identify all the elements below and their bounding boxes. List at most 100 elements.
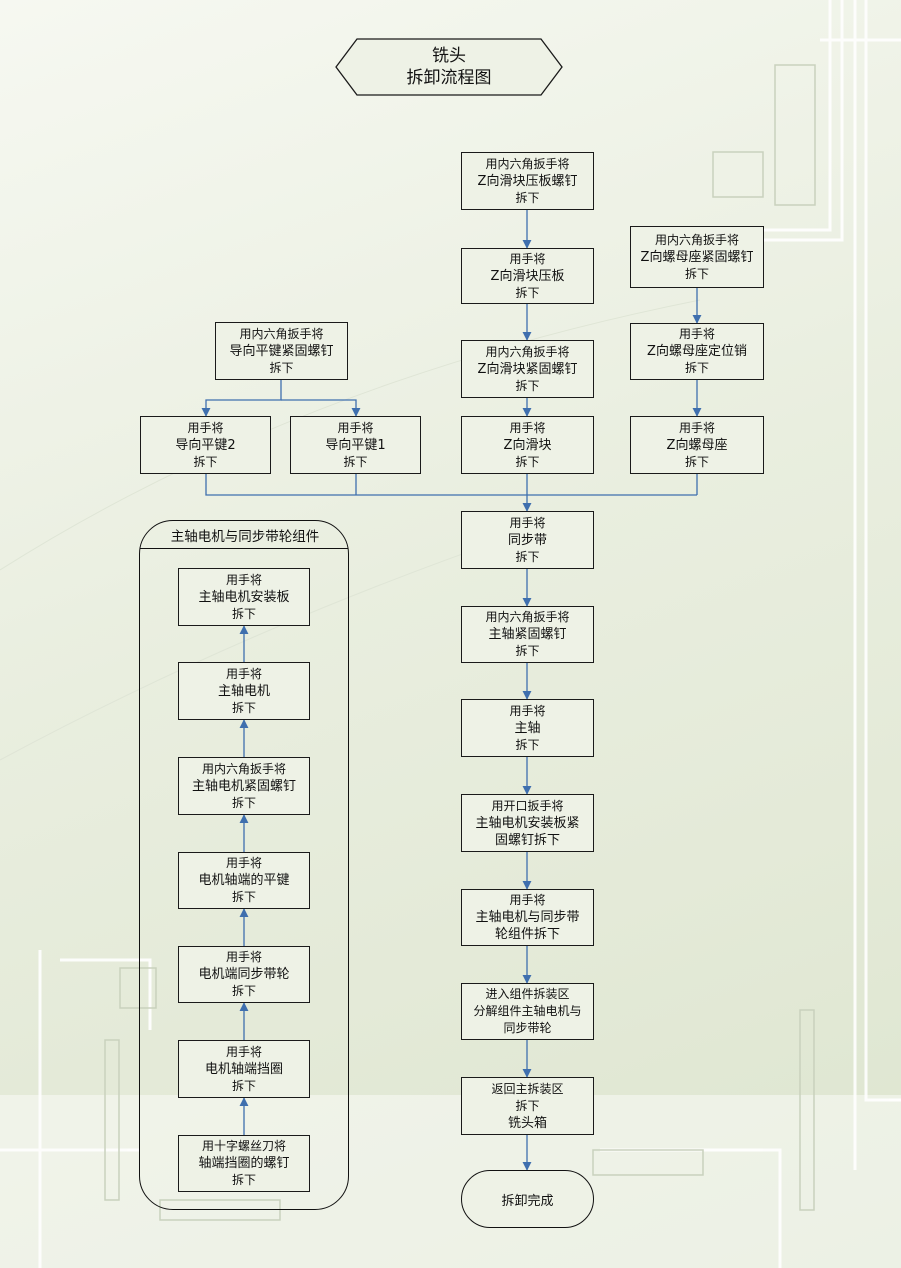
- group-step-retaining-ring: 用手将电机轴端挡圈拆下: [178, 1040, 310, 1098]
- step-text-line: 用手将: [225, 572, 262, 587]
- step-text-line: 用手将: [225, 856, 262, 870]
- step-text-line: 用手将: [225, 950, 262, 964]
- step-text-line: 用手将: [509, 703, 546, 718]
- step-text-line: 拆下: [515, 454, 540, 469]
- step-z-plate-screw: 用内六角扳手将 Z向滑块压板螺钉拆下: [461, 152, 594, 210]
- step-text-line: 用手将: [678, 327, 715, 341]
- step-text-line: 分解组件主轴电机与: [473, 1004, 582, 1018]
- step-spindle-screw: 用内六角扳手将主轴紧固螺钉拆下: [461, 606, 594, 663]
- step-text-line: 拆下: [684, 454, 709, 469]
- step-text-line: 用手将: [225, 1044, 262, 1059]
- step-z-plate: 用手将 Z向滑块压板拆下: [461, 248, 594, 304]
- step-text-line: 拆下: [193, 454, 218, 469]
- step-text-line: 用内六角扳手将: [485, 344, 570, 359]
- step-text-line: 电机轴端的平键: [198, 873, 290, 888]
- step-text-line: 主轴紧固螺钉: [488, 627, 567, 642]
- step-text-line: 导向平键紧固螺钉: [229, 343, 334, 359]
- step-text-line: 导向平键1: [325, 437, 386, 453]
- step-nut-seat-screw: 用内六角扳手将 Z向螺母座紧固螺钉拆下: [630, 226, 764, 288]
- step-text-line: 同步带轮: [503, 1021, 552, 1035]
- step-text-line: 用内六角扳手将: [485, 610, 570, 624]
- step-text-line: 拆下: [515, 1098, 540, 1113]
- step-nut-seat: 用手将 Z向螺母座拆下: [630, 416, 764, 474]
- group-step-flat-key: 用手将电机轴端的平键拆下: [178, 852, 310, 909]
- step-text-line: 用手将: [337, 420, 374, 435]
- step-text-line: 拆下: [231, 984, 256, 998]
- step-text-line: 用开口扳手将: [491, 798, 564, 813]
- step-text-line: 拆下: [231, 795, 256, 810]
- step-text-line: 用手将: [225, 666, 262, 681]
- step-text-line: Z向滑块紧固螺钉: [477, 361, 578, 377]
- step-z-slider: 用手将 Z向滑块拆下: [461, 416, 594, 474]
- group-step-motor-screw: 用内六角扳手将主轴电机紧固螺钉拆下: [178, 757, 310, 815]
- step-text-line: 拆下: [231, 890, 256, 904]
- step-return-area: 返回主拆装区拆下铣头箱: [461, 1077, 594, 1135]
- step-text-line: 用手将: [509, 515, 546, 530]
- step-text-line: 用手将: [187, 420, 224, 435]
- step-text-line: 用内六角扳手将: [485, 156, 570, 171]
- step-text-line: 拆下: [515, 549, 540, 564]
- group-title: 主轴电机与同步带轮组件: [170, 529, 320, 545]
- step-text-line: 拆下: [343, 454, 368, 469]
- step-text-line: 铣头箱: [507, 1115, 547, 1131]
- step-text-line: 用内六角扳手将: [239, 326, 324, 341]
- step-disassemble-area: 进入组件拆装区分解组件主轴电机与同步带轮: [461, 983, 594, 1040]
- step-text-line: Z向滑块: [503, 437, 552, 453]
- step-text-line: 拆下: [515, 285, 540, 300]
- step-text-line: Z向螺母座紧固螺钉: [640, 249, 754, 265]
- step-text-line: 拆下: [231, 1173, 256, 1187]
- step-z-slider-screw: 用内六角扳手将 Z向滑块紧固螺钉拆下: [461, 340, 594, 398]
- arrow: [201, 380, 282, 417]
- connector: [205, 474, 697, 496]
- step-spindle: 用手将主轴拆下: [461, 699, 594, 757]
- step-text-line: 用十字螺丝刀将: [201, 1139, 286, 1153]
- step-text-line: Z向螺母座: [666, 437, 728, 453]
- step-text-line: 拆下: [684, 266, 709, 281]
- step-text-line: 电机端同步带轮: [198, 967, 290, 982]
- step-nut-seat-pin: 用手将 Z向螺母座定位销拆下: [630, 323, 764, 380]
- step-text-line: 拆下: [515, 737, 540, 752]
- group-step-pulley: 用手将电机端同步带轮拆下: [178, 946, 310, 1003]
- title-line2: 拆卸流程图: [406, 68, 492, 88]
- step-text-line: 主轴电机安装板: [198, 589, 290, 605]
- step-text-line: 导向平键2: [175, 437, 236, 453]
- step-text-line: 主轴: [514, 720, 541, 736]
- title-line1: 铣头: [432, 46, 466, 66]
- step-text-line: 拆下: [269, 360, 294, 375]
- group-step-motor-plate: 用手将主轴电机安装板拆下: [178, 568, 310, 626]
- step-text-line: 主轴电机与同步带: [475, 910, 580, 925]
- finish-terminal: 拆卸完成: [461, 1170, 594, 1228]
- step-text-line: 固螺钉拆下: [494, 832, 560, 848]
- step-text-line: 用内六角扳手将: [654, 232, 739, 247]
- step-text-line: 拆下: [684, 361, 709, 375]
- group-step-ring-screw: 用十字螺丝刀将轴端挡圈的螺钉拆下: [178, 1135, 310, 1192]
- step-text-line: 主轴电机紧固螺钉: [191, 778, 296, 794]
- step-text-line: 用内六角扳手将: [201, 761, 286, 776]
- step-text-line: Z向滑块压板螺钉: [477, 173, 578, 189]
- step-text-line: 轮组件拆下: [494, 927, 560, 942]
- diagram-title: 铣头 拆卸流程图: [336, 38, 562, 96]
- step-text-line: 进入组件拆装区: [485, 987, 570, 1001]
- step-text-line: Z向滑块压板: [490, 268, 565, 284]
- step-text-line: 用手将: [678, 420, 715, 435]
- group-frame: [139, 520, 349, 1210]
- title-hexagon: [335, 38, 563, 96]
- step-guide-key-screw: 用内六角扳手将导向平键紧固螺钉拆下: [215, 322, 348, 380]
- step-motor-assembly: 用手将主轴电机与同步带轮组件拆下: [461, 889, 594, 946]
- step-text-line: 返回主拆装区: [491, 1081, 564, 1096]
- step-text-line: 拆下: [231, 606, 256, 621]
- step-text-line: 拆下: [515, 644, 540, 658]
- step-text-line: 轴端挡圈的螺钉: [198, 1156, 290, 1171]
- group-step-motor: 用手将主轴电机拆下: [178, 662, 310, 720]
- step-text-line: 用手将: [509, 420, 546, 435]
- step-text-line: 拆下: [515, 378, 540, 393]
- step-text-line: 拆下: [231, 1078, 256, 1093]
- step-text-line: 用手将: [509, 251, 546, 266]
- step-text-line: Z向螺母座定位销: [647, 344, 747, 359]
- arrow: [281, 399, 361, 417]
- step-text-line: 同步带: [507, 532, 547, 548]
- step-text-line: 拆下: [515, 190, 540, 205]
